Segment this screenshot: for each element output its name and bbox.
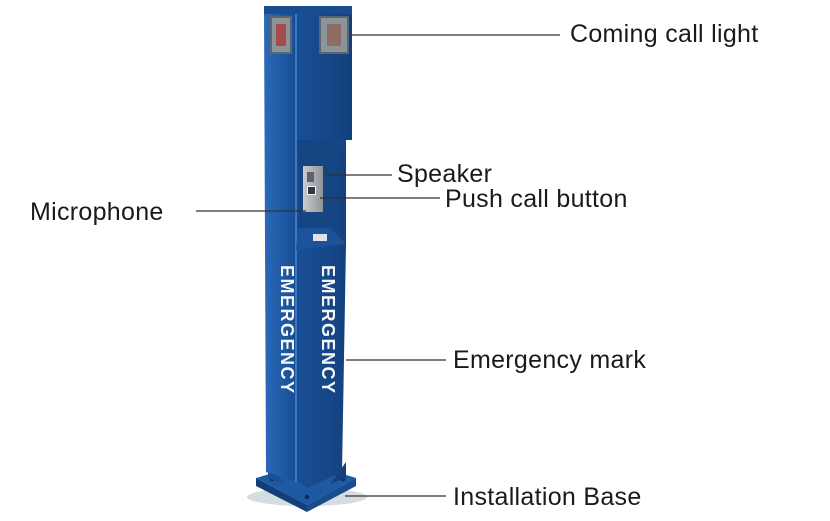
leader-lines [196,34,560,497]
call-panel [296,145,346,250]
light-housing [264,6,352,54]
emergency-mark: EMERGENCY EMERGENCY [277,265,338,395]
label-microphone: Microphone [30,198,164,226]
label-emergency-mark: Emergency mark [453,346,647,374]
label-speaker: Speaker [397,160,493,188]
label-installation-base: Installation Base [453,483,642,511]
emergency-text-left: EMERGENCY [277,265,297,395]
pillar-body [264,12,352,488]
label-push-call-button: Push call button [445,185,628,213]
label-coming-call-light: Coming call light [570,20,759,48]
emergency-text-right: EMERGENCY [318,265,338,395]
